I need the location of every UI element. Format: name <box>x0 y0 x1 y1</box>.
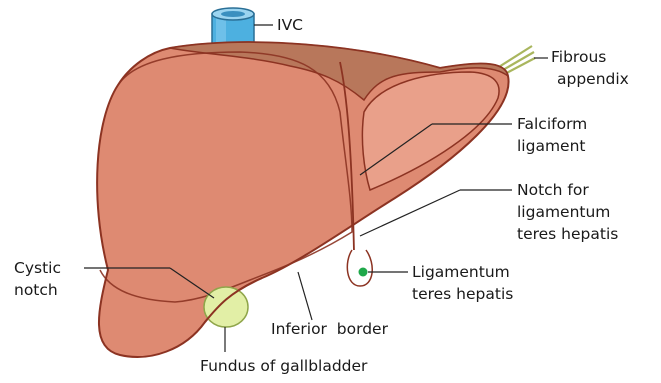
label-falciform-line2: ligament <box>517 135 587 157</box>
label-notch-line1: Notch for <box>517 179 618 201</box>
label-cystic-line2: notch <box>14 279 61 301</box>
label-falciform-line1: Falciform <box>517 113 587 135</box>
label-notch-line3: teres hepatis <box>517 223 618 245</box>
label-notch-ligamentum-teres: Notch for ligamentum teres hepatis <box>517 179 618 245</box>
label-ligamentum-line2: teres hepatis <box>412 283 513 305</box>
label-notch-line2: ligamentum <box>517 201 618 223</box>
ligamentum-teres-notch <box>347 250 372 286</box>
label-ligamentum-teres-hepatis: Ligamentum teres hepatis <box>412 261 513 305</box>
label-cystic-line1: Cystic <box>14 257 61 279</box>
label-fibrous-appendix-line2: appendix <box>557 68 629 90</box>
leader-inferior-border <box>298 272 312 320</box>
label-cystic-notch: Cystic notch <box>14 257 61 301</box>
label-inferior-border: Inferior border <box>271 318 388 340</box>
ivc-lumen <box>221 11 245 17</box>
gallbladder-fundus <box>204 287 248 327</box>
ligamentum-teres-dot <box>359 268 368 277</box>
label-ivc: IVC <box>277 14 303 36</box>
label-fundus-gallbladder: Fundus of gallbladder <box>200 355 367 377</box>
label-fibrous-appendix-line1: Fibrous <box>551 46 629 68</box>
label-ligamentum-line1: Ligamentum <box>412 261 513 283</box>
label-fibrous-appendix: Fibrous appendix <box>551 46 629 90</box>
label-falciform-ligament: Falciform ligament <box>517 113 587 157</box>
